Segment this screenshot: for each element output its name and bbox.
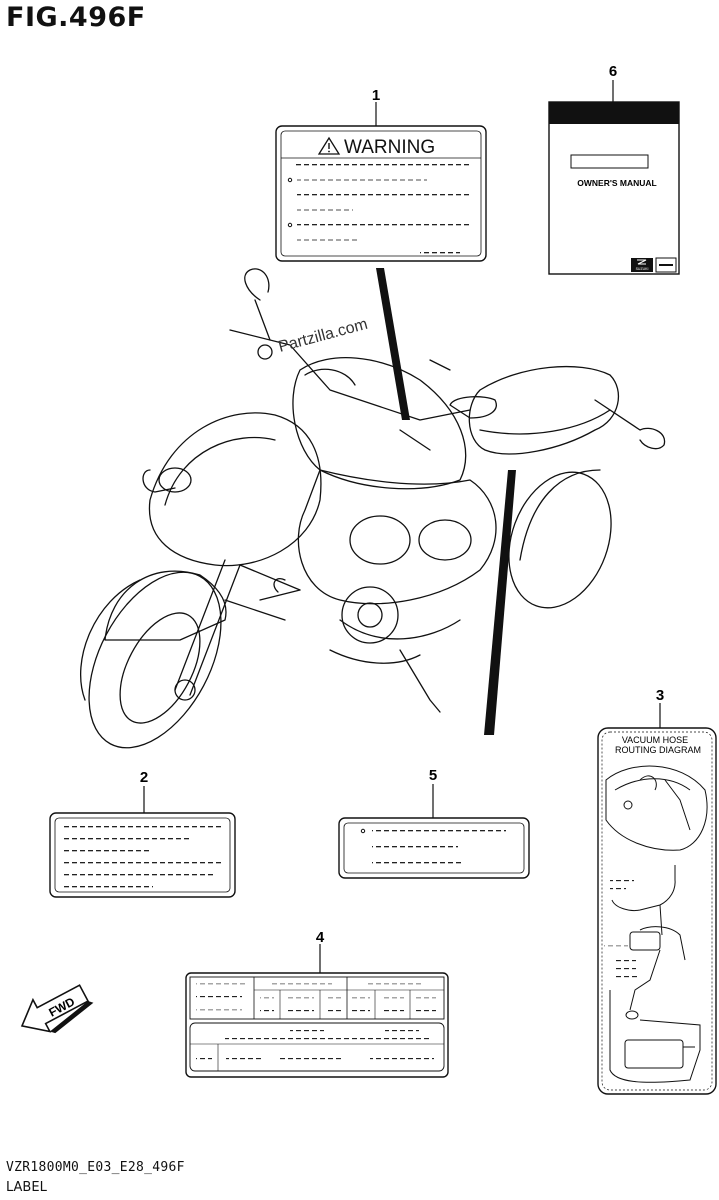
leader-lines <box>376 268 516 735</box>
suzuki-s-icon <box>637 259 647 265</box>
callout-3: 3 <box>656 687 664 704</box>
owners-manual-booklet: OWNER'S MANUAL SUZUKI <box>548 80 680 275</box>
vacuum-label-line2: ROUTING DIAGRAM <box>615 745 701 755</box>
information-label-5 <box>338 784 530 879</box>
owners-manual-title: OWNER'S MANUAL <box>577 178 656 188</box>
information-label-2 <box>49 786 236 898</box>
vacuum-hose-routing-label: VACUUM HOSE ROUTING DIAGRAM <box>597 703 717 1095</box>
suzuki-logo-text: SUZUKI <box>636 267 649 271</box>
motorcycle-illustration <box>80 268 666 749</box>
figure-title: FIG.496F <box>6 2 146 33</box>
callout-4: 4 <box>316 929 325 946</box>
vacuum-hose-drawing <box>605 765 708 1083</box>
watermark-text: Partzilla.com <box>277 316 370 356</box>
callout-5: 5 <box>429 767 437 784</box>
warning-label: WARNING <box>275 102 487 262</box>
vacuum-label-line1: VACUUM HOSE <box>622 735 688 745</box>
diagram-code: VZR1800M0_E03_E28_496F <box>6 1160 185 1175</box>
warning-triangle-icon <box>317 136 341 155</box>
callout-1: 1 <box>372 87 380 104</box>
forward-direction-arrow: FWD <box>20 984 94 1034</box>
warning-heading: WARNING <box>344 137 435 158</box>
callout-6: 6 <box>609 63 617 80</box>
callout-2: 2 <box>140 769 148 786</box>
information-label-4-table <box>185 944 449 1078</box>
diagram-name: LABEL <box>6 1180 47 1195</box>
